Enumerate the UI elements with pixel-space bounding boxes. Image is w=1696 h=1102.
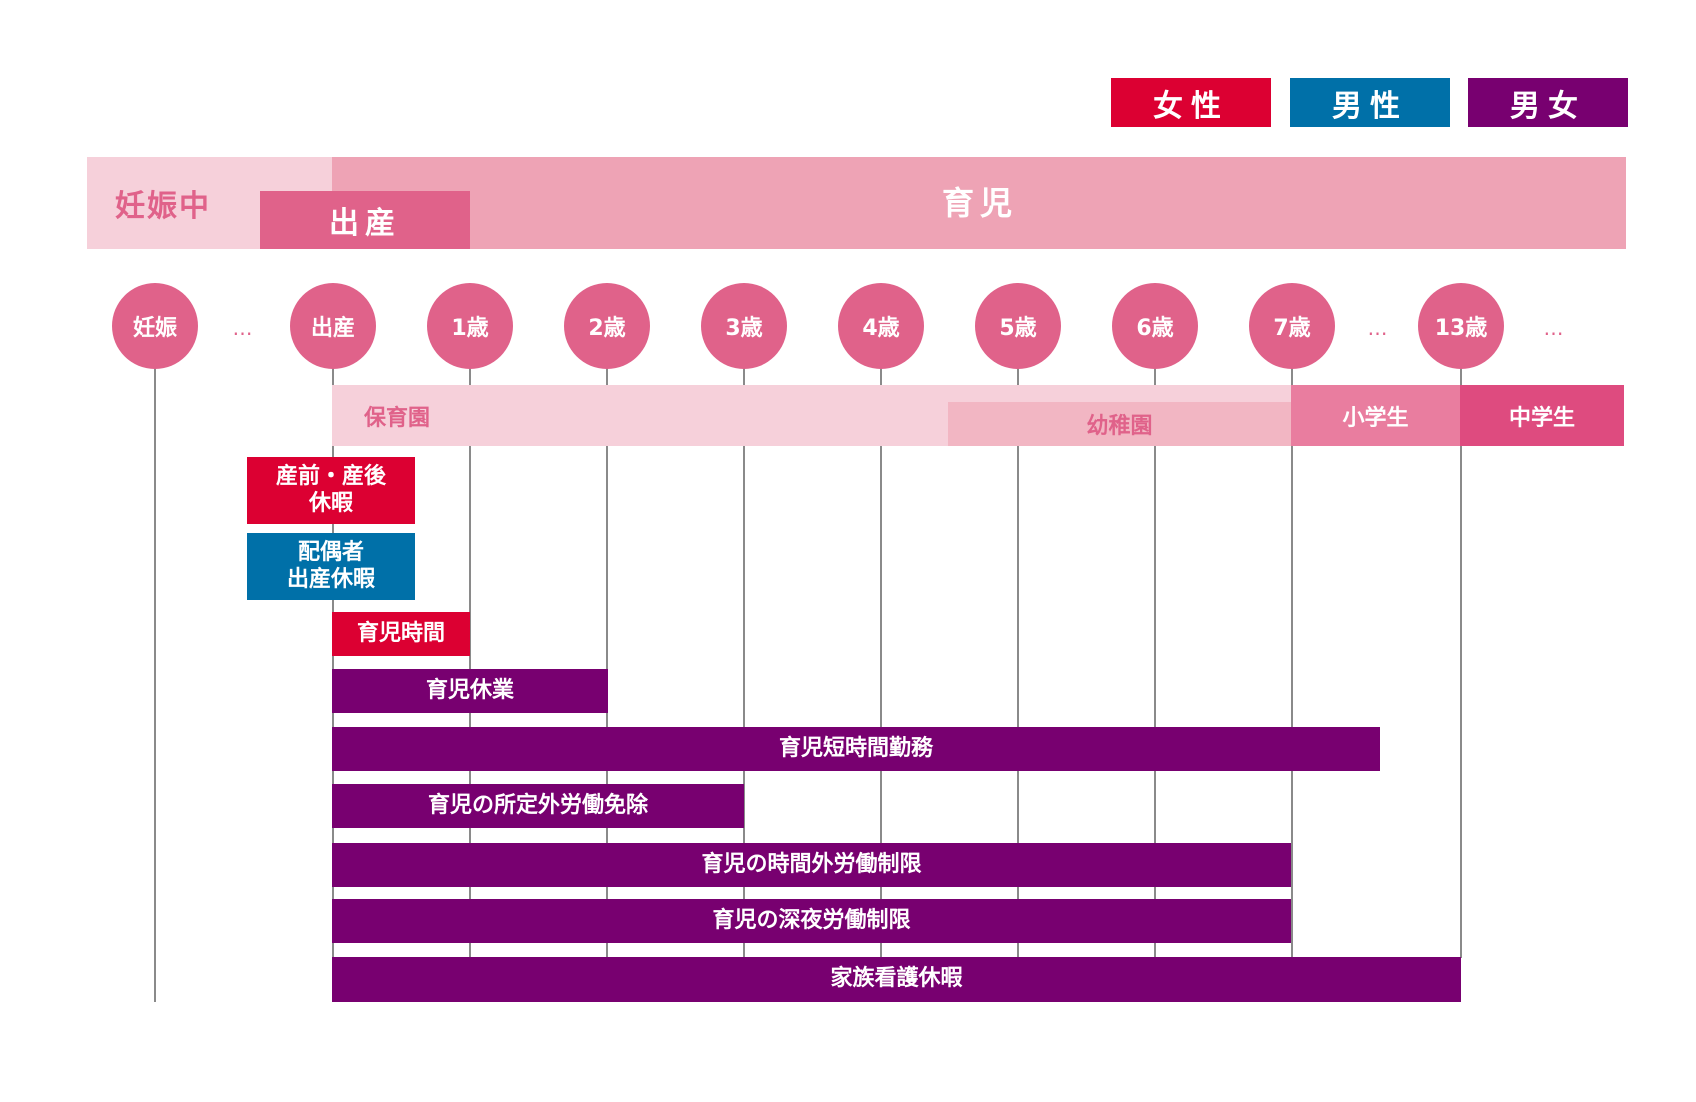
ellipsis-1: … [232,316,254,340]
milestone-age7: 7歳 [1249,283,1335,369]
school-kindergarten: 幼稚園 [948,402,1291,446]
program-short-hours-label: 育児短時間勤務 [778,735,933,761]
legend-female: 女性 [1111,78,1271,127]
school-nursery-label: 保育園 [364,405,431,431]
phase-birth-label: 出産 [260,191,470,249]
program-night-work-limit: 育児の深夜労働制限 [332,899,1291,943]
timeline-line-pregnancy [154,325,156,1002]
milestone-birth: 出産 [290,283,376,369]
timeline-line-age4 [880,325,882,958]
program-family-care-leave-label: 家族看護休暇 [830,966,963,992]
ellipsis-2: … [1367,316,1389,340]
school-elementary: 小学生 [1291,385,1460,446]
program-childcare-leave-label: 育児休業 [425,677,514,703]
program-overtime-limit: 育児の時間外労働制限 [332,843,1291,887]
program-night-work-limit-label: 育児の深夜労働制限 [712,907,911,933]
ellipsis-3: … [1543,316,1565,340]
program-overtime-exemption-label: 育児の所定外労働免除 [427,792,648,818]
legend-both: 男女 [1468,78,1628,127]
legend-male: 男性 [1290,78,1450,127]
timeline-line-birth [332,325,334,1002]
program-nursing-time-label: 育児時間 [356,620,445,646]
milestone-age2: 2歳 [564,283,650,369]
program-overtime-exemption: 育児の所定外労働免除 [332,784,744,828]
program-spouse-birth-leave-label: 配偶者 出産休暇 [286,540,375,592]
program-family-care-leave: 家族看護休暇 [332,957,1461,1002]
milestone-age6: 6歳 [1112,283,1198,369]
program-childcare-leave: 育児休業 [332,669,608,713]
program-spouse-birth-leave: 配偶者 出産休暇 [247,533,415,600]
program-overtime-limit-label: 育児の時間外労働制限 [701,851,922,877]
program-short-hours: 育児短時間勤務 [332,727,1380,771]
timeline-line-age3 [743,325,745,958]
timeline-line-age5 [1017,325,1019,958]
program-maternity-leave-label: 産前・産後 休暇 [275,464,386,516]
milestone-pregnancy: 妊娠 [112,283,198,369]
timeline-line-age1 [469,325,471,958]
school-kindergarten-label: 幼稚園 [1086,414,1153,439]
legend-both-label: 男女 [1510,88,1586,124]
milestone-age3: 3歳 [701,283,787,369]
phase-childcare-label: 育児 [941,184,1018,222]
milestone-age5: 5歳 [975,283,1061,369]
milestone-age1: 1歳 [427,283,513,369]
legend-female-label: 女性 [1153,88,1229,124]
timeline-line-age2 [606,325,608,958]
school-elementary-label: 小学生 [1342,405,1409,431]
milestone-age13: 13歳 [1418,283,1504,369]
legend-male-label: 男性 [1332,88,1408,124]
timeline-line-age13 [1460,325,1462,958]
phase-childcare-band [332,157,1626,249]
timeline-line-age7 [1291,325,1293,958]
program-nursing-time: 育児時間 [332,612,470,656]
program-maternity-leave: 産前・産後 休暇 [247,457,415,524]
phase-pregnancy-label: 妊娠中 [115,189,211,224]
school-junior-high-label: 中学生 [1508,405,1575,431]
timeline-line-age6 [1154,325,1156,958]
milestone-age4: 4歳 [838,283,924,369]
school-junior-high: 中学生 [1460,385,1624,446]
